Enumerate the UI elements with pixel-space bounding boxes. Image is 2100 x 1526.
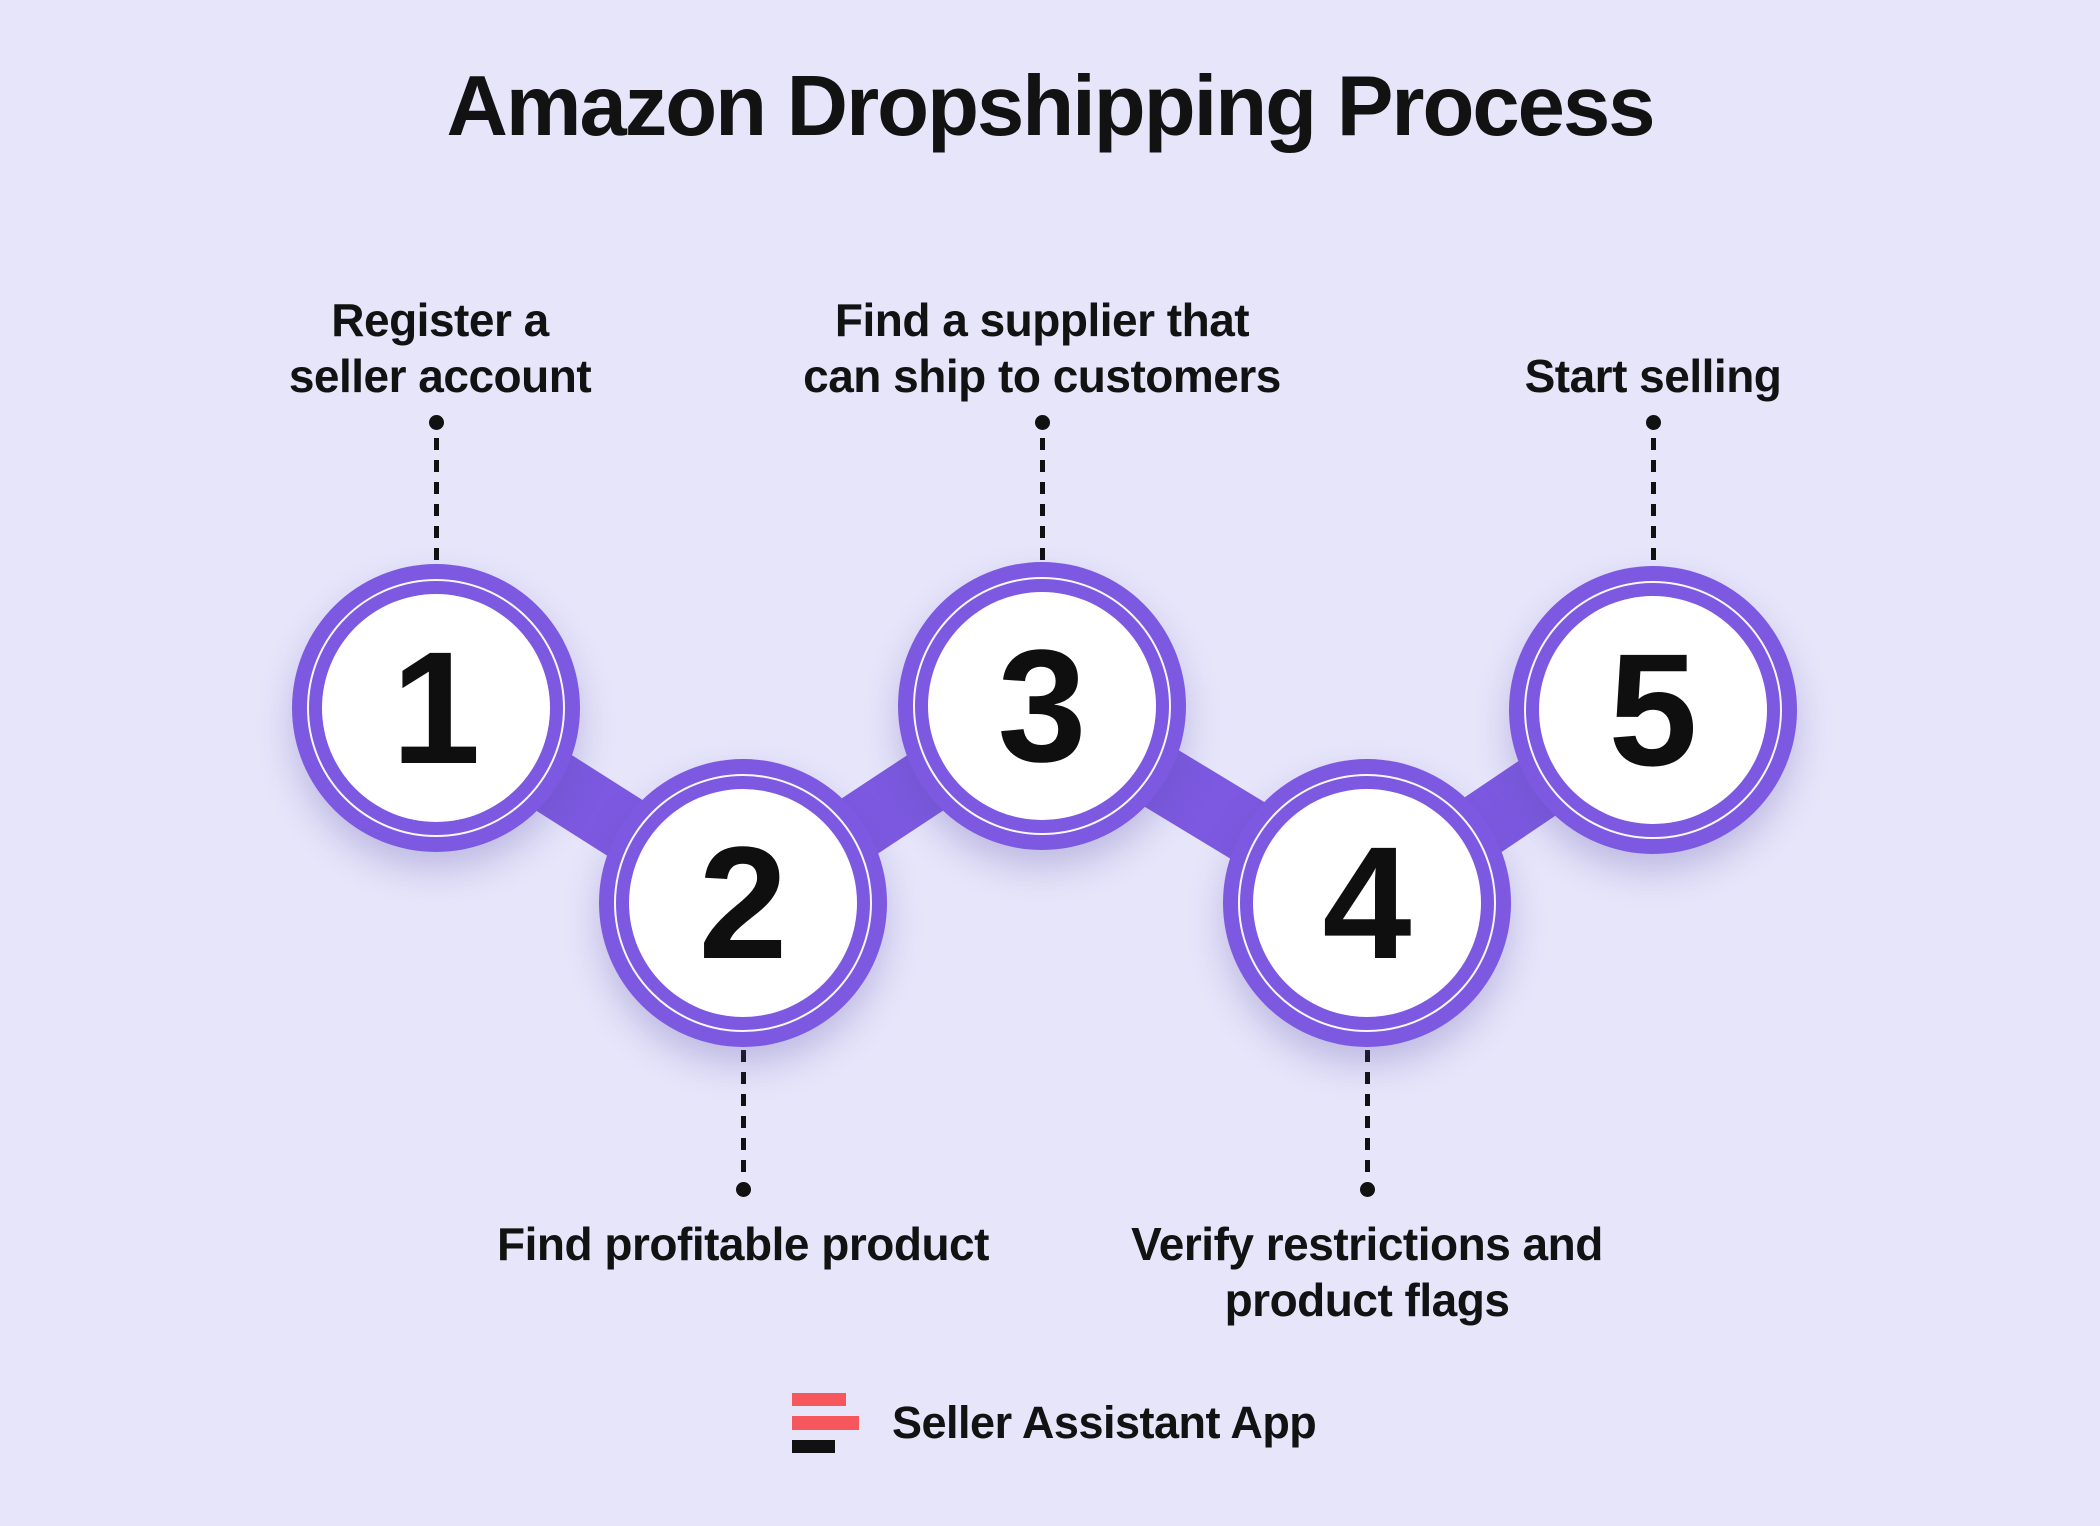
step-3-circle-ring <box>913 577 1171 835</box>
logo-bar-bottom <box>792 1440 835 1453</box>
step-2-circle: 2 <box>599 759 887 1047</box>
step-1-label: Register a seller account <box>288 294 592 403</box>
step-2-leader-dot <box>736 1182 751 1197</box>
step-5-circle-ring <box>1524 581 1782 839</box>
page-title: Amazon Dropshipping Process <box>446 59 1655 154</box>
step-4-circle-disc: 4 <box>1253 789 1481 1017</box>
step-1-number: 1 <box>391 618 481 797</box>
step-4-circle-ring <box>1238 774 1496 1032</box>
step-2-circle-disc: 2 <box>629 789 857 1017</box>
three-bars-logo-icon <box>792 1393 859 1453</box>
step-2-label: Find profitable product <box>497 1218 989 1270</box>
logo-bar-top <box>792 1393 846 1406</box>
step-3-leader-dot <box>1035 415 1050 430</box>
step-3-circle-disc: 3 <box>928 592 1156 820</box>
step-4-circle: 4 <box>1223 759 1511 1047</box>
step-3-circle: 3 <box>898 562 1186 850</box>
step-5-number: 5 <box>1608 620 1698 799</box>
step-3-leader-line <box>1040 438 1045 562</box>
step-1-leader-dot <box>429 415 444 430</box>
step-1-circle-ring <box>307 579 565 837</box>
step-5-leader-line <box>1651 438 1656 564</box>
step-2-number: 2 <box>698 813 788 992</box>
step-5-leader-dot <box>1646 415 1661 430</box>
step-2-leader-line <box>741 1050 746 1176</box>
step-4-leader-dot <box>1360 1182 1375 1197</box>
step-4-leader-line <box>1365 1050 1370 1176</box>
step-1-circle: 1 <box>292 564 580 852</box>
step-5-circle-disc: 5 <box>1539 596 1767 824</box>
step-4-number: 4 <box>1322 813 1412 992</box>
step-1-leader-line <box>434 438 439 562</box>
step-4-label: Verify restrictions and product flags <box>1131 1218 1603 1327</box>
step-5-circle: 5 <box>1509 566 1797 854</box>
step-3-number: 3 <box>997 616 1087 795</box>
logo-bar-middle <box>792 1416 859 1430</box>
step-1-circle-disc: 1 <box>322 594 550 822</box>
logo-text: Seller Assistant App <box>892 1397 1317 1448</box>
step-3-label: Find a supplier that can ship to custome… <box>803 294 1281 403</box>
step-2-circle-ring <box>614 774 872 1032</box>
seller-assistant-logo: Seller Assistant App <box>792 1393 1317 1453</box>
step-5-label: Start selling <box>1524 350 1782 402</box>
